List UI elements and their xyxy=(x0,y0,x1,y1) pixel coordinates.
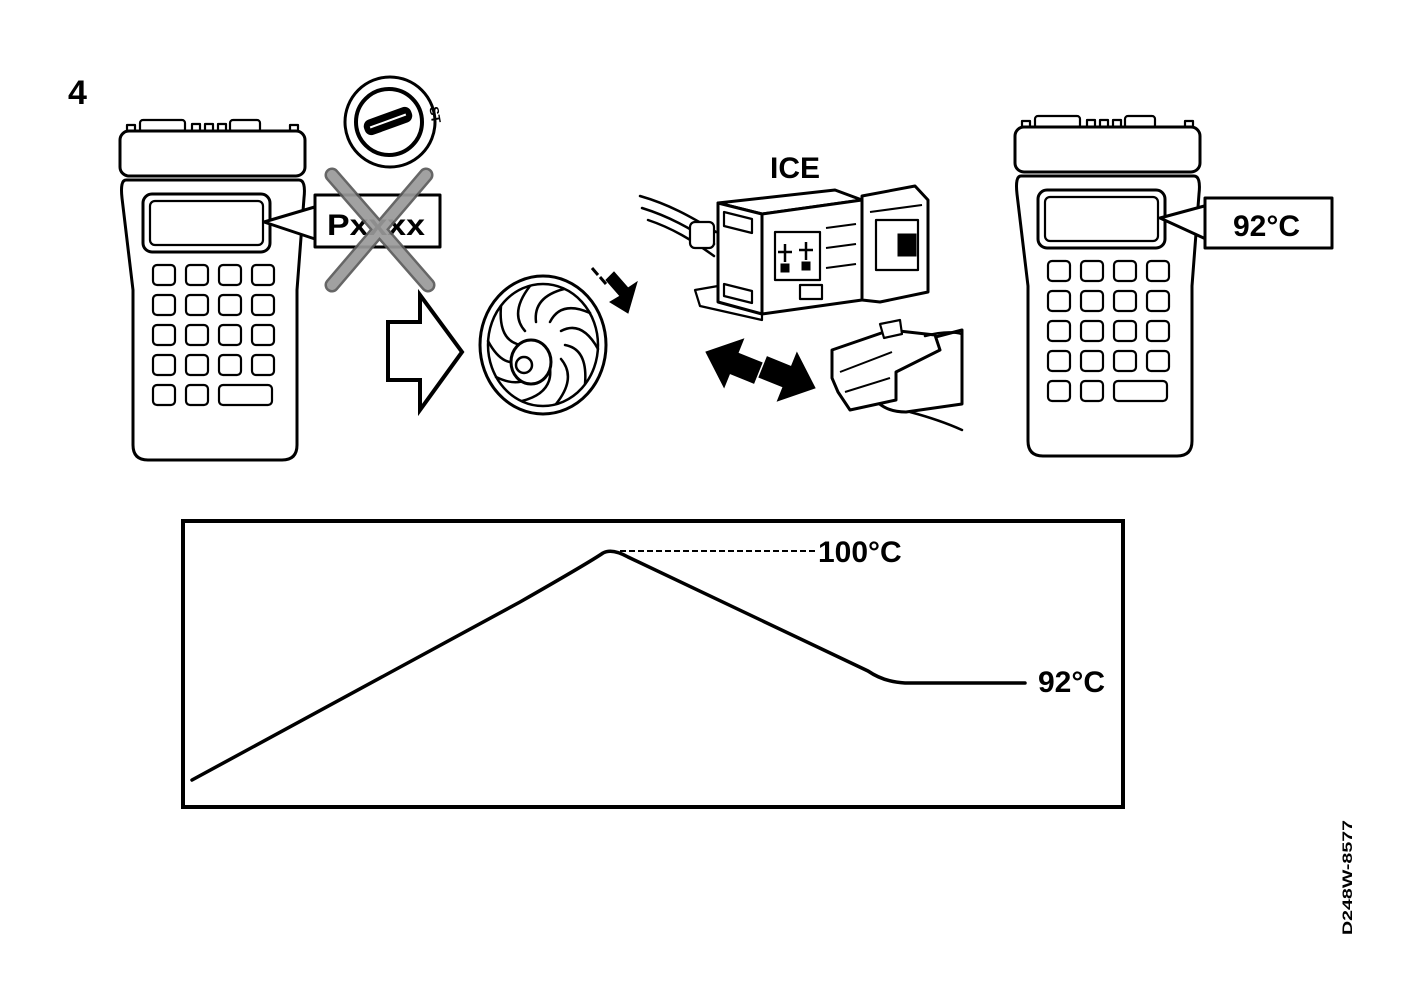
cooling-fan-icon xyxy=(478,274,608,416)
diagnostic-tester-left-icon xyxy=(118,118,307,462)
connect-disconnect-arrows-icon xyxy=(705,338,816,402)
peak-temperature-label: 100°C xyxy=(818,536,902,569)
diagnostic-tester-right-icon xyxy=(1013,114,1202,458)
temperature-curve xyxy=(190,549,1027,782)
connector-pin-cavities xyxy=(773,223,857,301)
ignition-position-label: ST xyxy=(426,105,444,124)
connector-wires xyxy=(638,194,718,258)
plug-latch xyxy=(878,318,904,340)
plug-icon xyxy=(830,318,964,432)
connector-label: ICE xyxy=(770,152,820,185)
display-callout-box-right xyxy=(1203,196,1334,250)
final-temperature-label: 92°C xyxy=(1038,666,1105,699)
cross-out-icon xyxy=(324,167,436,293)
next-step-arrow-icon xyxy=(386,288,465,417)
connector-icon xyxy=(638,184,930,322)
display-value-text: 92°C xyxy=(1233,210,1300,243)
figure-code: D248W-8577 xyxy=(1339,820,1355,935)
graph-frame xyxy=(181,519,1125,809)
temperature-graph: 100°C 92°C xyxy=(181,519,1125,809)
plug-body xyxy=(830,328,942,412)
ignition-key-icon xyxy=(343,75,437,169)
step-number: 4 xyxy=(68,74,87,112)
airflow-arrow-icon xyxy=(590,267,638,314)
